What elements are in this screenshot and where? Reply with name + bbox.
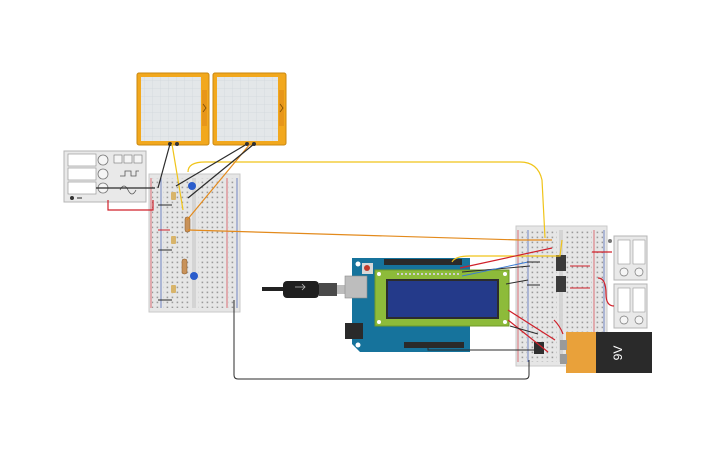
breadboard-left[interactable] <box>148 173 241 313</box>
wire-red-arduino[interactable] <box>459 247 556 353</box>
oscilloscope-icon <box>279 103 284 113</box>
wire-orange-long[interactable] <box>187 229 552 241</box>
voltage-regulator[interactable] <box>534 342 544 354</box>
wire-black-arduino[interactable] <box>427 265 539 351</box>
wire-red-generator[interactable] <box>107 200 154 211</box>
ic-chip-2[interactable] <box>556 276 566 292</box>
wire-yellow-right[interactable] <box>451 239 563 263</box>
battery-label: 9V <box>611 346 625 361</box>
wire-yellow-scope1[interactable] <box>171 143 184 211</box>
resistor-2[interactable] <box>181 258 188 275</box>
battery-9v[interactable] <box>560 332 652 373</box>
wire-black-ground[interactable] <box>233 300 530 380</box>
resistor-3[interactable] <box>171 192 176 293</box>
wire-orange-scope2[interactable] <box>186 143 251 221</box>
usb-cable[interactable] <box>262 281 349 298</box>
wire-black-scopes[interactable] <box>96 143 255 199</box>
lcd-display[interactable] <box>374 269 510 327</box>
power-supply-bottom[interactable] <box>613 283 648 329</box>
function-generator[interactable] <box>63 150 147 203</box>
oscilloscope-icon <box>202 103 207 113</box>
capacitor-1[interactable] <box>188 182 196 190</box>
ic-chip-1[interactable] <box>556 255 566 271</box>
usb-plug-icon <box>283 281 337 298</box>
power-supply-top[interactable] <box>608 235 648 281</box>
oscilloscope-2[interactable] <box>212 72 287 146</box>
wire-yellow-long[interactable] <box>187 161 546 239</box>
resistor-1[interactable] <box>184 216 191 233</box>
wire-blue-lcd[interactable] <box>461 261 529 277</box>
capacitor-2[interactable] <box>190 272 198 280</box>
wire-red-supply[interactable] <box>553 251 615 335</box>
oscilloscope-1[interactable] <box>136 72 210 146</box>
waveform-icon <box>119 170 139 195</box>
jumper-wires-left[interactable] <box>158 204 172 301</box>
jumper-wires-right[interactable] <box>527 261 590 289</box>
